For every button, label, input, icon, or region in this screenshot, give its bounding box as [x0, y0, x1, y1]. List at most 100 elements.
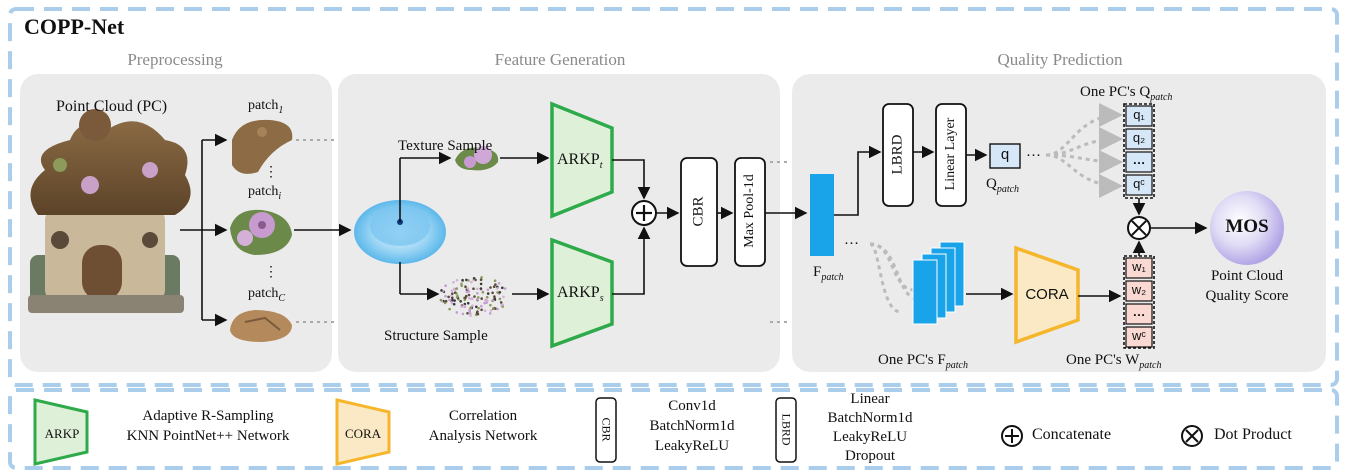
structure-point — [493, 297, 497, 301]
w-stack — [1123, 255, 1155, 349]
q-dots: … — [1026, 144, 1041, 160]
one-pc-w-label: One PC's Wpatch — [1066, 352, 1162, 371]
structure-point — [450, 289, 454, 293]
structure-point — [466, 301, 470, 305]
structure-point — [503, 287, 507, 290]
structure-point — [440, 289, 443, 292]
main-frame — [8, 7, 1339, 387]
lbrd-label: LBRD — [889, 134, 906, 175]
structure-point — [444, 284, 447, 288]
f-patch-stack — [912, 241, 965, 325]
legend-cbr-line-2: BatchNorm1d — [649, 418, 735, 434]
structure-point — [468, 309, 472, 313]
structure-point — [452, 302, 456, 306]
arrow-arkp-s-to-concat — [612, 226, 651, 295]
legend-arkp-line-2: KNN PointNet++ Network — [126, 428, 290, 444]
structure-point — [448, 307, 451, 311]
structure-point — [480, 297, 484, 300]
structure-point — [460, 305, 464, 309]
maxpool-module — [734, 157, 766, 267]
structure-sample-label: Structure Sample — [384, 328, 488, 344]
structure-sample-image — [439, 276, 507, 317]
legend-cbr-icon — [595, 397, 617, 463]
structure-point — [486, 299, 489, 303]
structure-point — [451, 292, 454, 296]
structure-point — [461, 278, 464, 282]
structure-point — [444, 299, 448, 303]
one-pc-q-label: One PC's Qpatch — [1080, 84, 1173, 103]
diagram-title: COPP-Net — [24, 14, 125, 39]
structure-point — [452, 287, 456, 291]
section-title-feature-generation: Feature Generation — [494, 50, 626, 69]
arrow-arkp-t-to-concat — [612, 159, 651, 200]
structure-point — [492, 285, 496, 289]
f-patch-label: Fpatch — [813, 264, 844, 283]
structure-point — [479, 287, 483, 290]
lbrd-module — [882, 103, 914, 207]
structure-point — [500, 303, 504, 307]
legend-cora-line-1: Correlation — [448, 408, 518, 424]
q-item-c: qᶜ — [1133, 176, 1145, 191]
structure-point — [496, 291, 499, 294]
q-fan-arrows — [1045, 103, 1123, 198]
structure-point — [465, 290, 469, 294]
legend-arkp-box-label: ARKP — [44, 426, 80, 441]
patch-1-label: patch1 — [248, 98, 284, 116]
structure-point — [497, 282, 501, 285]
cora-module — [1014, 245, 1080, 345]
structure-point — [472, 277, 476, 280]
legend-lbrd-line-4: Dropout — [845, 448, 895, 464]
structure-point — [467, 293, 471, 297]
legend-dot-product-label: Dot Product — [1214, 426, 1292, 443]
structure-point — [463, 302, 467, 306]
structure-point — [499, 301, 503, 304]
structure-point — [480, 308, 483, 312]
legend-cbr-line-3: LeakyReLU — [654, 438, 730, 454]
w-item-c: wᶜ — [1132, 328, 1146, 343]
structure-point — [455, 287, 458, 291]
structure-point — [439, 298, 443, 302]
structure-point — [475, 305, 478, 309]
score-line-2: Quality Score — [1205, 288, 1289, 304]
cbr-module — [680, 157, 718, 267]
structure-point — [502, 295, 505, 299]
structure-point — [498, 297, 502, 301]
structure-point — [470, 280, 473, 284]
structure-point — [461, 312, 465, 316]
legend-lbrd-line-2: BatchNorm1d — [827, 410, 913, 426]
cora-label: CORA — [1025, 286, 1069, 303]
structure-point — [470, 297, 473, 301]
legend-lbrd-line-1: Linear — [850, 391, 890, 407]
legend-lbrd-box-label: LBRD — [779, 413, 794, 446]
point-cloud-label: Point Cloud (PC) — [56, 98, 168, 115]
section-title-quality-prediction: Quality Prediction — [997, 50, 1123, 69]
cbr-label: CBR — [690, 196, 707, 227]
structure-point — [448, 298, 452, 302]
arkp-t-module — [550, 101, 614, 219]
structure-point — [493, 279, 497, 283]
q-item-ellipsis: … — [1132, 152, 1146, 167]
structure-point — [496, 287, 499, 290]
arkp-s-module — [550, 237, 614, 349]
structure-point — [489, 303, 492, 307]
structure-point — [476, 310, 479, 314]
point-cloud-house-image — [28, 109, 191, 313]
structure-point — [477, 296, 480, 299]
legend-lbrd-icon — [775, 397, 797, 463]
q-item-1: q₁ — [1133, 107, 1145, 122]
w-item-ellipsis: … — [1132, 304, 1146, 319]
structure-point — [479, 278, 483, 282]
legend-cbr-line-1: Conv1d — [668, 398, 716, 414]
structure-point — [451, 296, 454, 300]
structure-point — [469, 306, 473, 310]
legend-cbr-box-label: CBR — [599, 417, 614, 442]
structure-point — [469, 314, 472, 317]
legend-cora-box-label: CORA — [344, 426, 382, 441]
one-pc-f-label: One PC's Fpatch — [878, 352, 968, 371]
legend-cora-icon — [335, 398, 391, 466]
structure-point — [466, 312, 469, 315]
legend-concatenate-label: Concatenate — [1032, 426, 1112, 443]
structure-point — [486, 292, 490, 295]
structure-point — [488, 312, 492, 315]
